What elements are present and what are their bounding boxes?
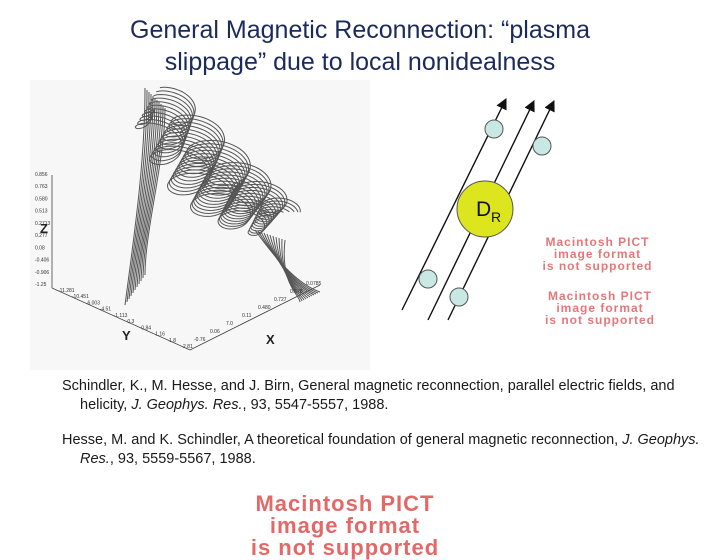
field-line-1 [134, 109, 266, 236]
z-tick-8: -0.406 [35, 258, 49, 264]
particle-top-right [532, 136, 552, 156]
title-line-2: slippage” due to local nonidealness [164, 48, 556, 76]
ref1-tail: , 93, 5547-5557, 1988. [242, 397, 389, 413]
x-tick-1: 0.0785 [306, 281, 322, 287]
x-tick-6: 7.0 [226, 321, 233, 327]
field-line-tail-7 [136, 99, 158, 288]
z-tick-9: -0.906 [35, 270, 49, 276]
x-axis-label: X [266, 332, 275, 347]
diffusion-region-label: D [476, 198, 491, 221]
field-line-exit-9 [278, 237, 305, 301]
plasma-particles [418, 119, 552, 307]
field-line-exit-1 [254, 229, 321, 293]
pict-placeholder-3: Macintosh PICT image format is not suppo… [115, 493, 575, 559]
pict-2-line-2: image format [556, 301, 644, 315]
z-tick-7: 0.08 [35, 245, 45, 251]
z-tick-6: 0.277 [35, 233, 48, 239]
x-tick-7: 0.06 [210, 329, 220, 335]
field-line-bundle [124, 86, 321, 306]
x-tick-5: 0.11 [242, 313, 252, 319]
slide-title: General Magnetic Reconnection: “plasma s… [60, 14, 660, 78]
pict-1-line-1: Macintosh PICT [545, 235, 650, 249]
field-line-tail-6 [134, 97, 156, 291]
field-line-11 [159, 86, 301, 213]
diffusion-region [456, 180, 514, 238]
x-tick-3: 0.727 [274, 297, 287, 303]
z-tick-5: 0.2713 [35, 221, 51, 227]
field-line-exit-8 [275, 236, 307, 300]
ref1-authors: Schindler, K., M. Hesse, and J. Birn, Ge… [62, 378, 675, 413]
field-line-left [401, 97, 507, 311]
x-tick-4: 0.480 [258, 305, 271, 311]
pict-2-line-1: Macintosh PICT [547, 289, 652, 303]
pict-2-line-3: is not supported [545, 313, 655, 327]
pict-placeholder-1: Macintosh PICT image format is not suppo… [505, 236, 690, 272]
z-tick-10: -1.25 [35, 282, 47, 288]
field-line-3d-plot: 0.856 0.763 0.580 0.513 0.2713 0.277 0.08 -0.40… [30, 80, 370, 370]
y-tick-8: 1.16 [155, 332, 165, 338]
field-line-tail-8 [138, 101, 160, 285]
field-line-tail-4 [130, 93, 152, 297]
reference-2: Hesse, M. and K. Schindler, A theoretica… [62, 431, 720, 469]
pict-placeholder-2: Macintosh PICT image format is not suppo… [510, 290, 690, 326]
field-line-svg: 0.856 0.763 0.580 0.513 0.2713 0.277 0.08 -0.40… [35, 86, 322, 351]
z-tick-labels: 0.856 0.763 0.580 0.513 0.2713 0.277 0.08 -0.40… [35, 172, 51, 288]
diffusion-region-subscript: R [491, 209, 501, 225]
y-axis-line [51, 287, 191, 351]
x-tick-2: 0.578 [290, 289, 303, 295]
ref1-journal: J. Geophys. Res. [131, 397, 243, 413]
y-tick-5: -1.113 [114, 313, 128, 319]
pict-3-line-1: Macintosh PICT [255, 491, 435, 516]
ref2-authors: Hesse, M. and K. Schindler, A theoretica… [62, 432, 623, 448]
y-tick-3: -6.003 [86, 300, 100, 306]
z-tick-1: 0.856 [35, 172, 48, 178]
field-line-9 [153, 93, 295, 218]
y-axis-label: Y [122, 328, 131, 343]
pict-3-line-2: image format [269, 513, 421, 538]
pict-1-line-3: is not supported [542, 259, 653, 273]
field-line-exit-7 [272, 235, 309, 299]
field-line-tail-1 [124, 87, 146, 306]
particle-bottom-left [418, 269, 438, 289]
pict-1-line-2: image format [553, 247, 642, 261]
y-tick-10: 2.81 [183, 344, 193, 350]
field-line-exit-11 [283, 239, 301, 303]
y-tick-2: -10.451 [72, 294, 89, 300]
field-line-exit-4 [263, 232, 315, 296]
particle-top-left [484, 119, 504, 139]
reference-1: Schindler, K., M. Hesse, and J. Birn, Ge… [62, 377, 720, 415]
z-tick-3: 0.580 [35, 196, 48, 202]
field-line-tail-5 [132, 95, 154, 294]
field-line-tail-3 [128, 91, 150, 300]
field-line-exit-2 [257, 230, 319, 294]
reconnection-schematic: D R [380, 85, 710, 385]
x-tick-8: -0.76 [194, 337, 206, 343]
field-line-tail-9 [140, 103, 162, 282]
ref2-tail: , 93, 5559-5567, 1988. [109, 451, 256, 467]
particle-bottom-right [449, 287, 469, 307]
field-line-tail-11 [144, 107, 166, 276]
y-tick-1: -11.281 [58, 288, 75, 294]
pict-3-line-3: is not supported [250, 535, 440, 560]
z-tick-2: 0.763 [35, 184, 48, 190]
y-tick-4: -4.51 [100, 307, 112, 313]
field-line-tail-10 [142, 105, 164, 279]
z-axis-label: Z [40, 221, 48, 236]
schematic-svg: D R [401, 97, 555, 321]
y-tick-6: 0.3 [127, 319, 134, 325]
title-line-1: General Magnetic Reconnection: “plasma [130, 16, 590, 44]
y-tick-9: 1.8 [169, 338, 176, 344]
field-line-exit-5 [266, 233, 313, 297]
field-line-exit-3 [260, 231, 317, 295]
y-tick-7: 0.84 [141, 325, 151, 331]
field-line-exit-6 [269, 234, 311, 298]
ref2-journal: J. Geophys. Res. [80, 432, 700, 467]
z-tick-4: 0.513 [35, 209, 48, 215]
